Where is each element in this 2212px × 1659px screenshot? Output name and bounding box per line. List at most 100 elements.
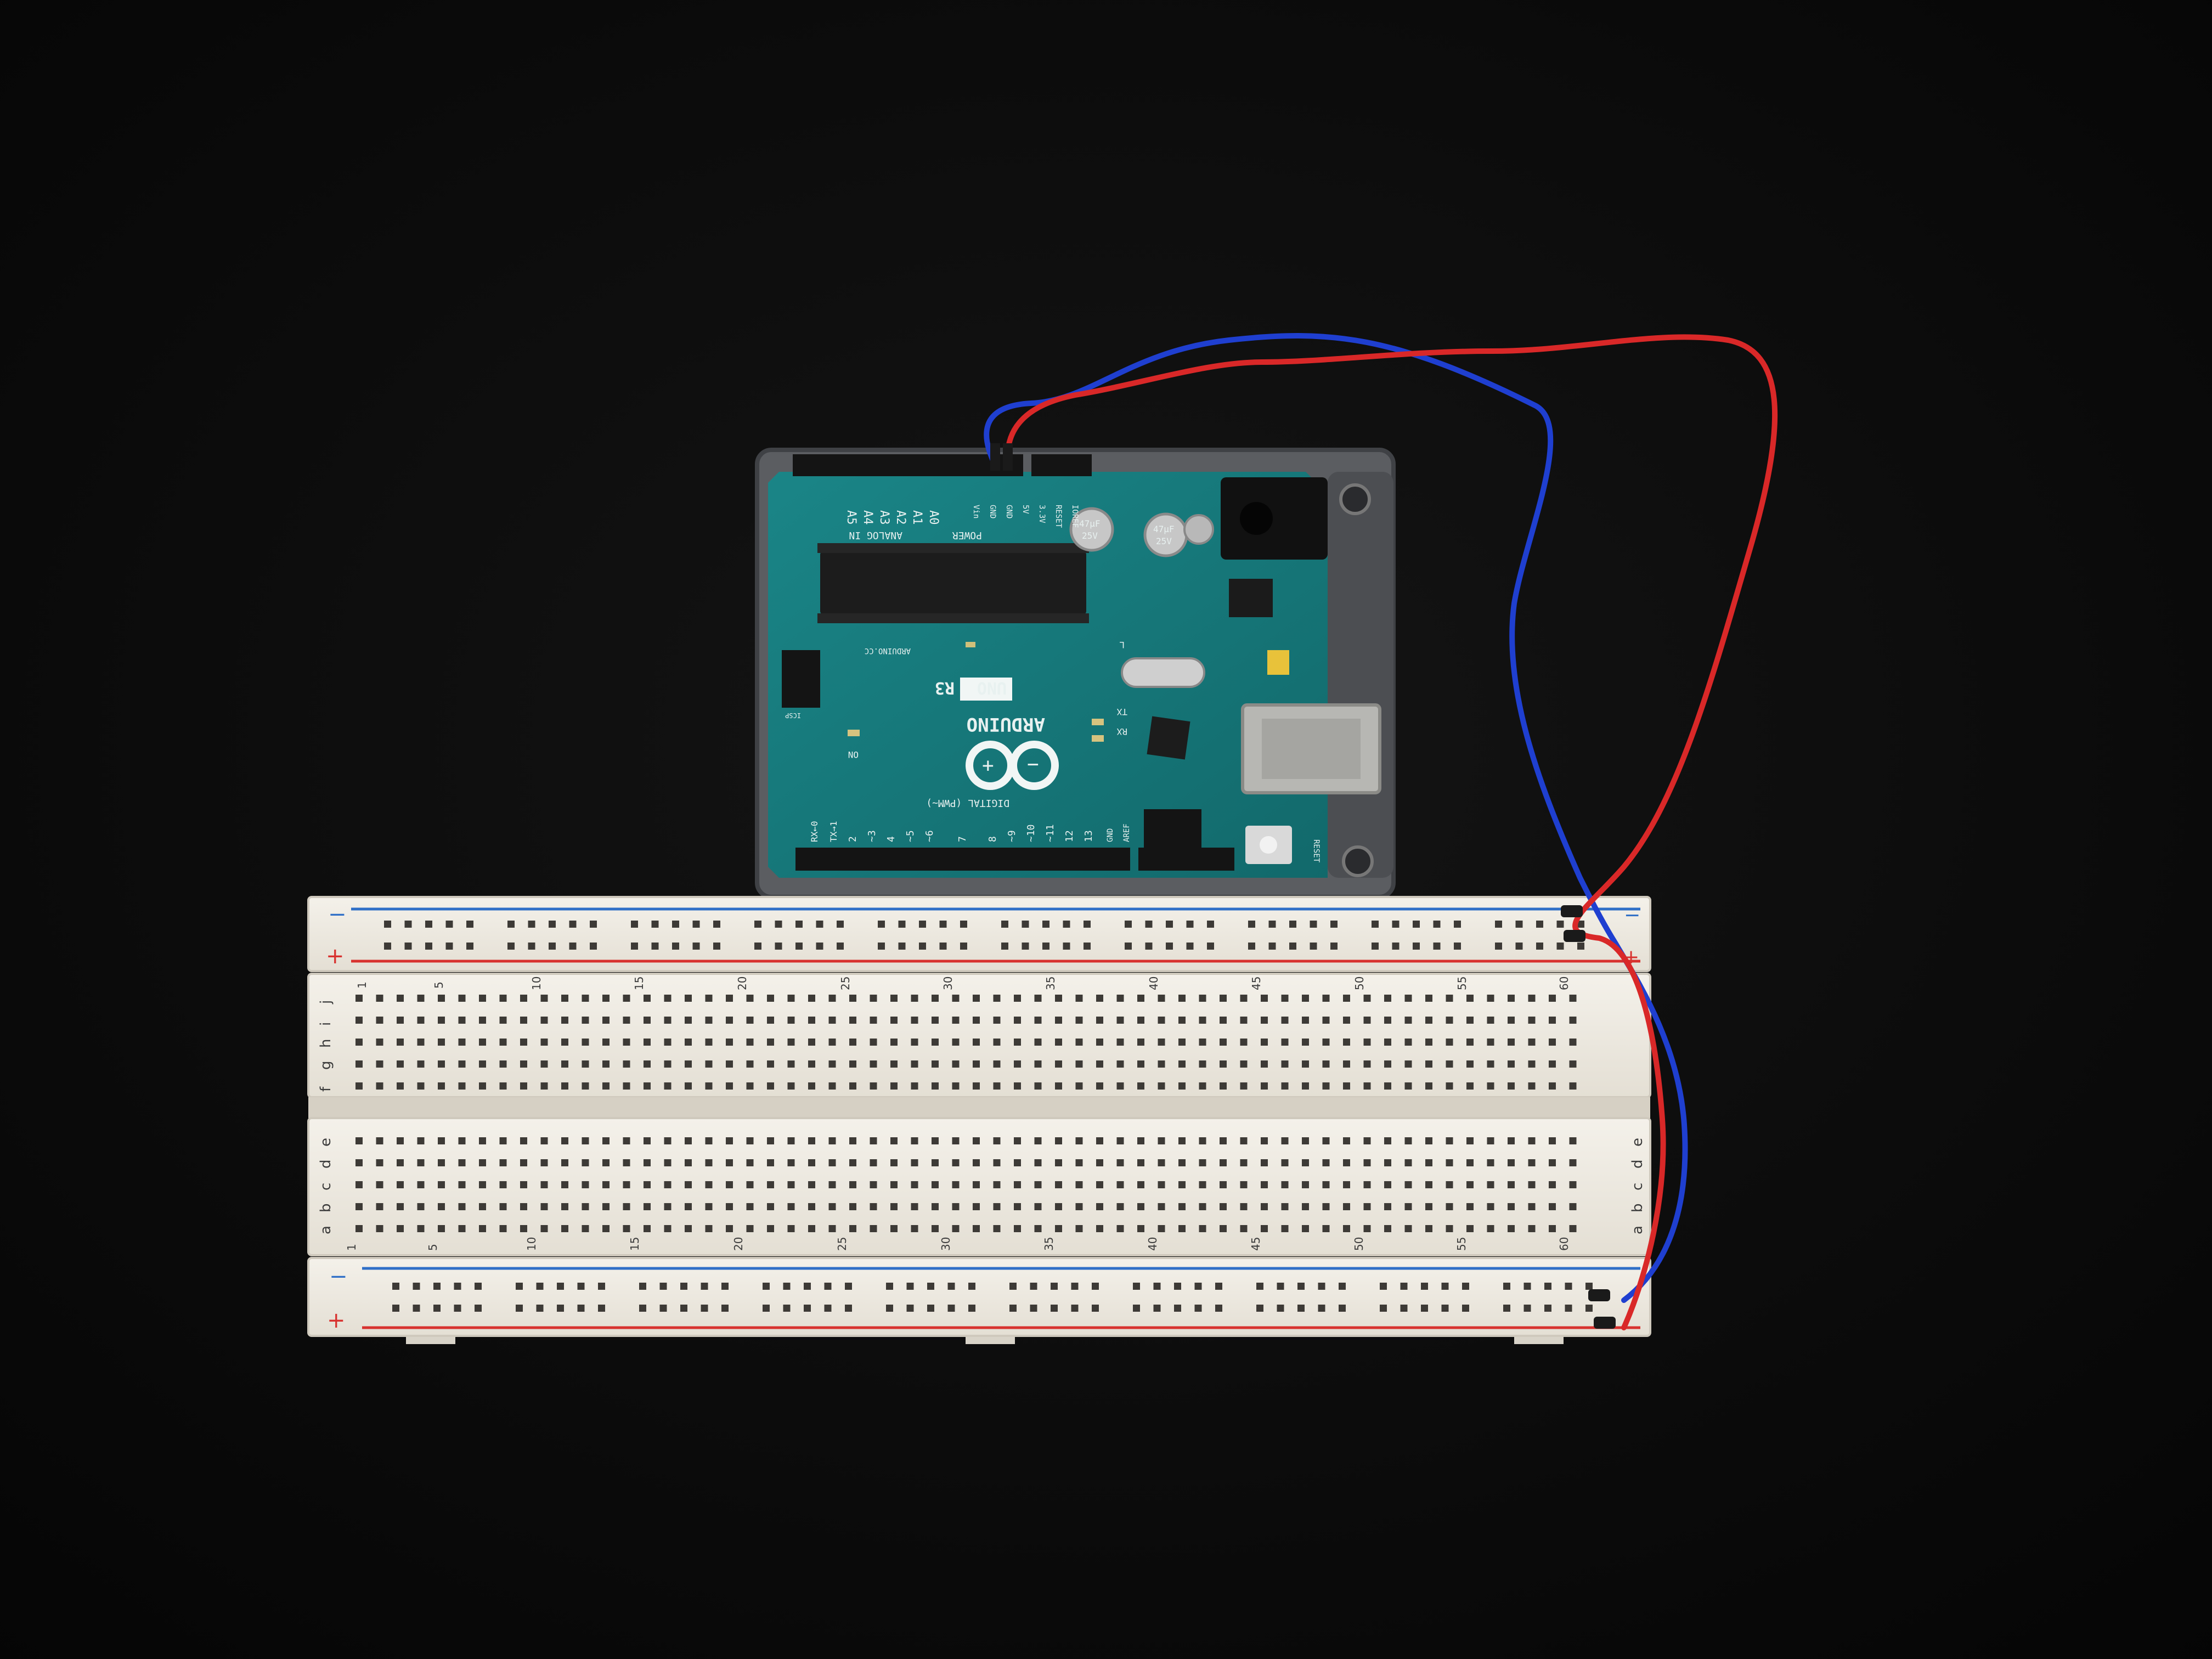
power-rail-hole xyxy=(898,943,906,950)
breadboard-hole xyxy=(1322,1159,1330,1166)
crystal-oscillator xyxy=(1121,657,1205,688)
breadboard-hole xyxy=(1240,1181,1248,1188)
power-rail-hole xyxy=(906,1283,914,1290)
breadboard-hole xyxy=(890,1060,898,1068)
breadboard-hole xyxy=(932,995,939,1002)
power-rail-hole xyxy=(598,1305,605,1312)
bottom-rail-holes xyxy=(392,1283,1593,1312)
dc-power-jack xyxy=(1221,477,1328,560)
logo-right-loop xyxy=(1009,741,1059,790)
breadboard-hole xyxy=(1137,1082,1144,1090)
power-rail-hole xyxy=(590,921,597,928)
usb-b-port-inner xyxy=(1262,719,1361,779)
logo-minus: − xyxy=(1027,753,1039,776)
breadboard-hole xyxy=(1220,1017,1227,1024)
breadboard-hole xyxy=(602,1060,610,1068)
breadboard-hole xyxy=(685,1137,692,1144)
breadboard-hole xyxy=(1240,1017,1248,1024)
breadboard-hole xyxy=(1363,1181,1371,1188)
breadboard-hole xyxy=(397,995,404,1002)
breadboard-hole xyxy=(1261,1017,1268,1024)
breadboard-hole xyxy=(417,1082,425,1090)
red-wire-pin-top-rail xyxy=(1564,930,1585,942)
breadboard-hole xyxy=(1384,1181,1391,1188)
breadboard-hole xyxy=(1075,1159,1083,1166)
digital-pin-aref: AREF xyxy=(1122,823,1131,842)
breadboard-hole xyxy=(1487,1137,1494,1144)
power-rail-hole xyxy=(1297,1305,1305,1312)
breadboard-hole xyxy=(787,1203,795,1210)
power-rail-hole xyxy=(516,1305,523,1312)
reset-label: RESET xyxy=(1312,839,1321,863)
breadboard-hole xyxy=(664,1137,672,1144)
breadboard-hole xyxy=(1178,1225,1186,1232)
power-rail-hole xyxy=(1400,1305,1408,1312)
breadboard-hole xyxy=(993,1137,1001,1144)
breadboard-hole xyxy=(1240,995,1248,1002)
power-rail-hole xyxy=(1174,1283,1181,1290)
breadboard-hole xyxy=(1240,1203,1248,1210)
power-rail-hole xyxy=(1186,943,1194,950)
power-rail-hole xyxy=(1071,1283,1079,1290)
power-rail-hole xyxy=(1022,921,1029,928)
breadboard-hole xyxy=(376,1137,383,1144)
breadboard-hole xyxy=(787,1137,795,1144)
breadboard-hole xyxy=(746,1039,754,1046)
breadboard-hole xyxy=(417,1225,425,1232)
breadboard-hole xyxy=(685,1082,692,1090)
smd-part-1 xyxy=(966,642,975,647)
breadboard-hole xyxy=(561,1225,568,1232)
breadboard-hole xyxy=(1220,1137,1227,1144)
digital-pin-13: 13 xyxy=(1083,830,1094,842)
breadboard-hole xyxy=(1137,1137,1144,1144)
digital-pin-5: ~5 xyxy=(905,830,916,842)
breadboard-hole xyxy=(397,1181,404,1188)
power-rail-hole xyxy=(1454,921,1461,928)
breadboard-hole xyxy=(1528,1225,1536,1232)
breadboard-hole xyxy=(1158,1017,1165,1024)
power-rail-hole xyxy=(927,1283,934,1290)
breadboard-hole xyxy=(1425,1159,1432,1166)
breadboard-hole xyxy=(1569,1060,1577,1068)
power-rail-hole xyxy=(1268,921,1276,928)
breadboard-hole xyxy=(458,1159,466,1166)
breadboard-hole xyxy=(1363,1137,1371,1144)
breadboard-hole xyxy=(1116,1159,1124,1166)
breadboard-hole xyxy=(787,1181,795,1188)
breadboard-hole xyxy=(1322,1060,1330,1068)
power-rail-hole xyxy=(713,921,720,928)
breadboard-hole xyxy=(1096,1082,1103,1090)
power-rail-hole xyxy=(1194,1305,1202,1312)
breadboard-hole xyxy=(561,1203,568,1210)
breadboard-hole xyxy=(1014,1039,1021,1046)
breadboard-hole xyxy=(417,1181,425,1188)
breadboard-hole xyxy=(1116,1225,1124,1232)
analog-pin-a4: A4 xyxy=(861,510,874,525)
breadboard-hole xyxy=(973,1082,980,1090)
power-rail-hole xyxy=(816,921,823,928)
breadboard-hole xyxy=(664,1225,672,1232)
breadboard-hole xyxy=(1425,1039,1432,1046)
breadboard-hole xyxy=(1261,1203,1268,1210)
breadboard-hole xyxy=(1034,1159,1042,1166)
power-rail-hole xyxy=(1207,921,1214,928)
power-rail-hole xyxy=(466,943,473,950)
breadboard-hole xyxy=(1075,1082,1083,1090)
power-pin-gnd-2: GND xyxy=(988,505,997,518)
red-wire-pin-bottom-rail xyxy=(1594,1317,1616,1329)
smd-part-4 xyxy=(848,730,860,736)
breadboard-hole xyxy=(1528,1060,1536,1068)
blue-wire-pin-bottom-rail xyxy=(1588,1289,1610,1301)
row-letter-j: j xyxy=(318,1000,334,1005)
breadboard-hole xyxy=(890,1017,898,1024)
breadboard-hole xyxy=(1199,1203,1206,1210)
breadboard-hole xyxy=(1158,1082,1165,1090)
breadboard-hole xyxy=(1446,1039,1453,1046)
breadboard-hole xyxy=(602,1137,610,1144)
breadboard-hole xyxy=(1178,1137,1186,1144)
breadboard-hole xyxy=(376,1159,383,1166)
breadboard-hole xyxy=(438,1082,445,1090)
breadboard-hole xyxy=(890,995,898,1002)
breadboard-hole xyxy=(1425,1082,1432,1090)
icsp-header-left xyxy=(782,650,820,708)
